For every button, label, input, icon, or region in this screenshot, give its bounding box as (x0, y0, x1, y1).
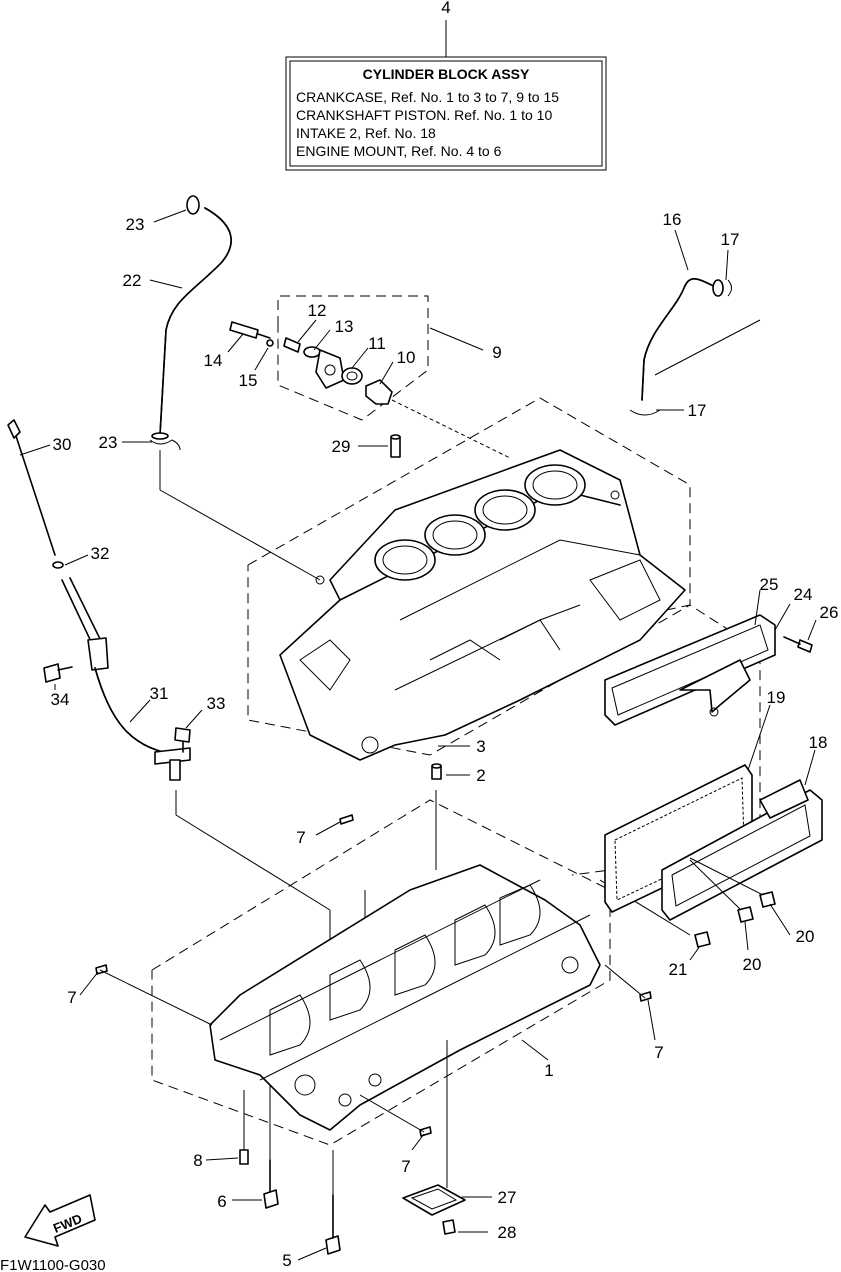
lower-fasteners (239, 1085, 341, 1255)
bracket-27 (402, 1040, 466, 1235)
callout-6: 6 (217, 1192, 226, 1211)
crankcase (209, 864, 601, 1131)
callout-2: 2 (476, 766, 485, 785)
callout-17-top: 17 (721, 230, 740, 249)
callout-labels: 4 23 22 16 17 12 13 11 10 9 14 15 17 30 … (51, 0, 839, 1270)
dowel-2 (431, 763, 442, 780)
dowel-pins-7 (95, 814, 652, 1137)
callout-5: 5 (282, 1251, 291, 1270)
callout-13: 13 (335, 317, 354, 336)
callout-7-left: 7 (67, 988, 76, 1007)
callout-31: 31 (150, 684, 169, 703)
callout-10: 10 (397, 348, 416, 367)
callout-17-bottom: 17 (688, 401, 707, 420)
exhaust-cover-assembly (604, 614, 813, 726)
callout-32: 32 (91, 544, 110, 563)
assembly-line-4: ENGINE MOUNT, Ref. No. 4 to 6 (296, 143, 502, 159)
callout-12: 12 (308, 301, 327, 320)
callout-18: 18 (809, 733, 828, 752)
callout-21: 21 (669, 960, 688, 979)
callout-9: 9 (492, 343, 501, 362)
callout-24: 24 (794, 585, 813, 604)
callout-20-right: 20 (796, 927, 815, 946)
intake-gasket-cover (604, 764, 823, 948)
callout-30: 30 (53, 435, 72, 454)
assembly-line-1: CRANKCASE, Ref. No. 1 to 3 to 7, 9 to 15 (296, 89, 559, 105)
callout-27: 27 (498, 1188, 517, 1207)
figure-code: F1W1100-G030 (0, 1257, 106, 1272)
callout-19: 19 (767, 688, 786, 707)
callout-29: 29 (332, 437, 351, 456)
callout-14: 14 (204, 351, 223, 370)
callout-23-lower: 23 (99, 433, 118, 452)
callout-25: 25 (760, 575, 779, 594)
callout-23-top: 23 (126, 215, 145, 234)
assembly-info-box: CYLINDER BLOCK ASSY CRANKCASE, Ref. No. … (285, 20, 607, 171)
callout-4: 4 (441, 0, 450, 17)
callout-7-right: 7 (654, 1043, 663, 1062)
dipstick-assembly (7, 419, 191, 781)
cylinder-block (279, 449, 686, 761)
callout-15: 15 (239, 371, 258, 390)
callout-16: 16 (663, 210, 682, 229)
assembly-line-2: CRANKSHAFT PISTON. Ref. No. 1 to 10 (296, 107, 552, 123)
callout-8: 8 (193, 1151, 202, 1170)
callout-leaders (19, 209, 817, 1261)
callout-34: 34 (51, 690, 70, 709)
fwd-arrow: FWD (24, 1194, 96, 1247)
callout-33: 33 (207, 694, 226, 713)
callout-3: 3 (476, 737, 485, 756)
callout-7-lower: 7 (401, 1157, 410, 1176)
water-hose-upper (149, 195, 232, 451)
thermostat-parts (229, 321, 511, 459)
callout-1: 1 (544, 1061, 553, 1080)
callout-7-upper: 7 (296, 828, 305, 847)
assembly-line-3: INTAKE 2, Ref. No. 18 (296, 125, 436, 141)
callout-11: 11 (368, 334, 386, 353)
dowel-29 (390, 434, 401, 458)
assembly-title: CYLINDER BLOCK ASSY (363, 66, 530, 82)
callout-20-left: 20 (743, 955, 762, 974)
callout-28: 28 (498, 1223, 517, 1242)
callout-26: 26 (820, 603, 839, 622)
callout-22: 22 (123, 271, 142, 290)
water-hose-right (629, 278, 732, 416)
